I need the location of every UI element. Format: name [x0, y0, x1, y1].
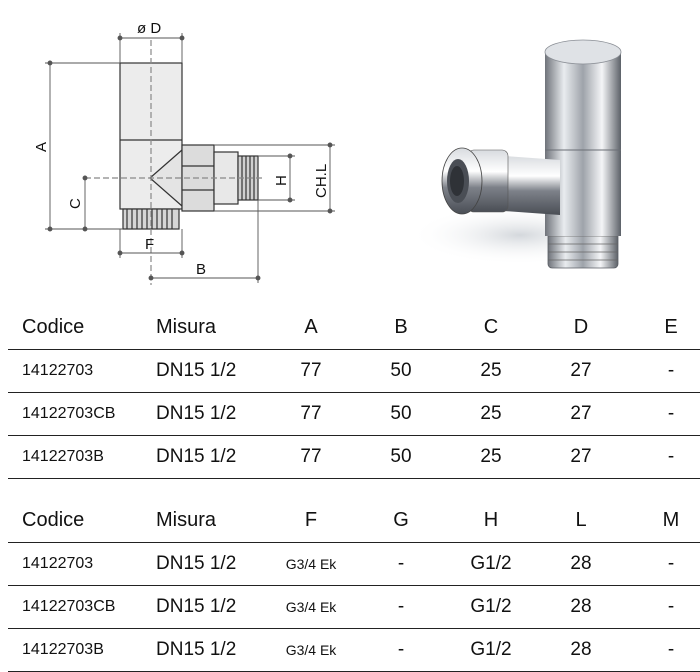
- cell-h: G1/2: [446, 585, 536, 629]
- dimension-lines: [45, 33, 335, 283]
- cell-misura: DN15 1/2: [156, 542, 266, 586]
- cell-g: -: [356, 585, 446, 629]
- cell-a: 77: [266, 392, 356, 436]
- header-cell: G: [356, 499, 446, 543]
- header-cell: L: [536, 499, 626, 543]
- cell-g: -: [356, 628, 446, 672]
- table-row: 14122703CB DN15 1/2 77 50 25 27 -: [8, 392, 700, 436]
- label-chl: CH.L: [313, 164, 330, 198]
- cell-h: G1/2: [446, 542, 536, 586]
- cell-m: -: [626, 628, 700, 672]
- table-row: 14122703CB DN15 1/2 G3/4 Ek - G1/2 28 -: [8, 585, 700, 629]
- cell-a: 77: [266, 435, 356, 479]
- label-f: F: [145, 236, 154, 253]
- cell-misura: DN15 1/2: [156, 585, 266, 629]
- header-cell: C: [446, 306, 536, 350]
- label-a: A: [33, 142, 50, 152]
- cell-misura: DN15 1/2: [156, 392, 266, 436]
- cell-b: 50: [356, 392, 446, 436]
- cell-misura: DN15 1/2: [156, 349, 266, 393]
- header-cell: A: [266, 306, 356, 350]
- cell-g: -: [356, 542, 446, 586]
- table-row: 14122703 DN15 1/2 77 50 25 27 -: [8, 349, 700, 393]
- table-row: 14122703 DN15 1/2 G3/4 Ek - G1/2 28 -: [8, 542, 700, 586]
- cell-a: 77: [266, 349, 356, 393]
- cell-misura: DN15 1/2: [156, 435, 266, 479]
- cell-e: -: [626, 392, 700, 436]
- cell-codice: 14122703CB: [8, 392, 156, 436]
- header-cell: B: [356, 306, 446, 350]
- cell-l: 28: [536, 542, 626, 586]
- spec-table-connections: Codice Misura F G H L M 14122703 DN15 1/…: [8, 499, 700, 672]
- header-cell: F: [266, 499, 356, 543]
- cell-codice: 14122703B: [8, 435, 156, 479]
- technical-drawing: [85, 40, 265, 285]
- cell-h: G1/2: [446, 628, 536, 672]
- header-cell: Codice: [8, 306, 156, 350]
- cell-b: 50: [356, 349, 446, 393]
- cell-l: 28: [536, 585, 626, 629]
- product-figure: ø D A C F B H CH.L: [33, 20, 630, 285]
- cell-m: -: [626, 585, 700, 629]
- cell-codice: 14122703B: [8, 628, 156, 672]
- cell-f: G3/4 Ek: [266, 628, 356, 672]
- cell-e: -: [626, 435, 700, 479]
- table-header-row: Codice Misura A B C D E: [8, 306, 700, 350]
- cell-codice: 14122703: [8, 349, 156, 393]
- header-cell: Codice: [8, 499, 156, 543]
- cell-c: 25: [446, 435, 536, 479]
- label-b: B: [196, 261, 206, 278]
- header-cell: Misura: [156, 306, 266, 350]
- cell-b: 50: [356, 435, 446, 479]
- cell-m: -: [626, 542, 700, 586]
- cell-c: 25: [446, 349, 536, 393]
- cell-c: 25: [446, 392, 536, 436]
- header-cell: Misura: [156, 499, 266, 543]
- label-c: C: [67, 198, 84, 209]
- header-cell: H: [446, 499, 536, 543]
- table-header-row: Codice Misura F G H L M: [8, 499, 700, 543]
- header-cell: E: [626, 306, 700, 350]
- spec-table-dimensions: Codice Misura A B C D E 14122703 DN15 1/…: [8, 306, 700, 479]
- cell-d: 27: [536, 435, 626, 479]
- cell-codice: 14122703CB: [8, 585, 156, 629]
- table-row: 14122703B DN15 1/2 G3/4 Ek - G1/2 28 -: [8, 628, 700, 672]
- label-h: H: [273, 175, 290, 186]
- cell-e: -: [626, 349, 700, 393]
- cell-codice: 14122703: [8, 542, 156, 586]
- cell-d: 27: [536, 349, 626, 393]
- cell-d: 27: [536, 392, 626, 436]
- cell-f: G3/4 Ek: [266, 585, 356, 629]
- header-cell: M: [626, 499, 700, 543]
- label-diameter: ø D: [137, 20, 161, 37]
- header-cell: D: [536, 306, 626, 350]
- table-row: 14122703B DN15 1/2 77 50 25 27 -: [8, 435, 700, 479]
- product-photo: [410, 39, 630, 269]
- cell-f: G3/4 Ek: [266, 542, 356, 586]
- cell-misura: DN15 1/2: [156, 628, 266, 672]
- cell-l: 28: [536, 628, 626, 672]
